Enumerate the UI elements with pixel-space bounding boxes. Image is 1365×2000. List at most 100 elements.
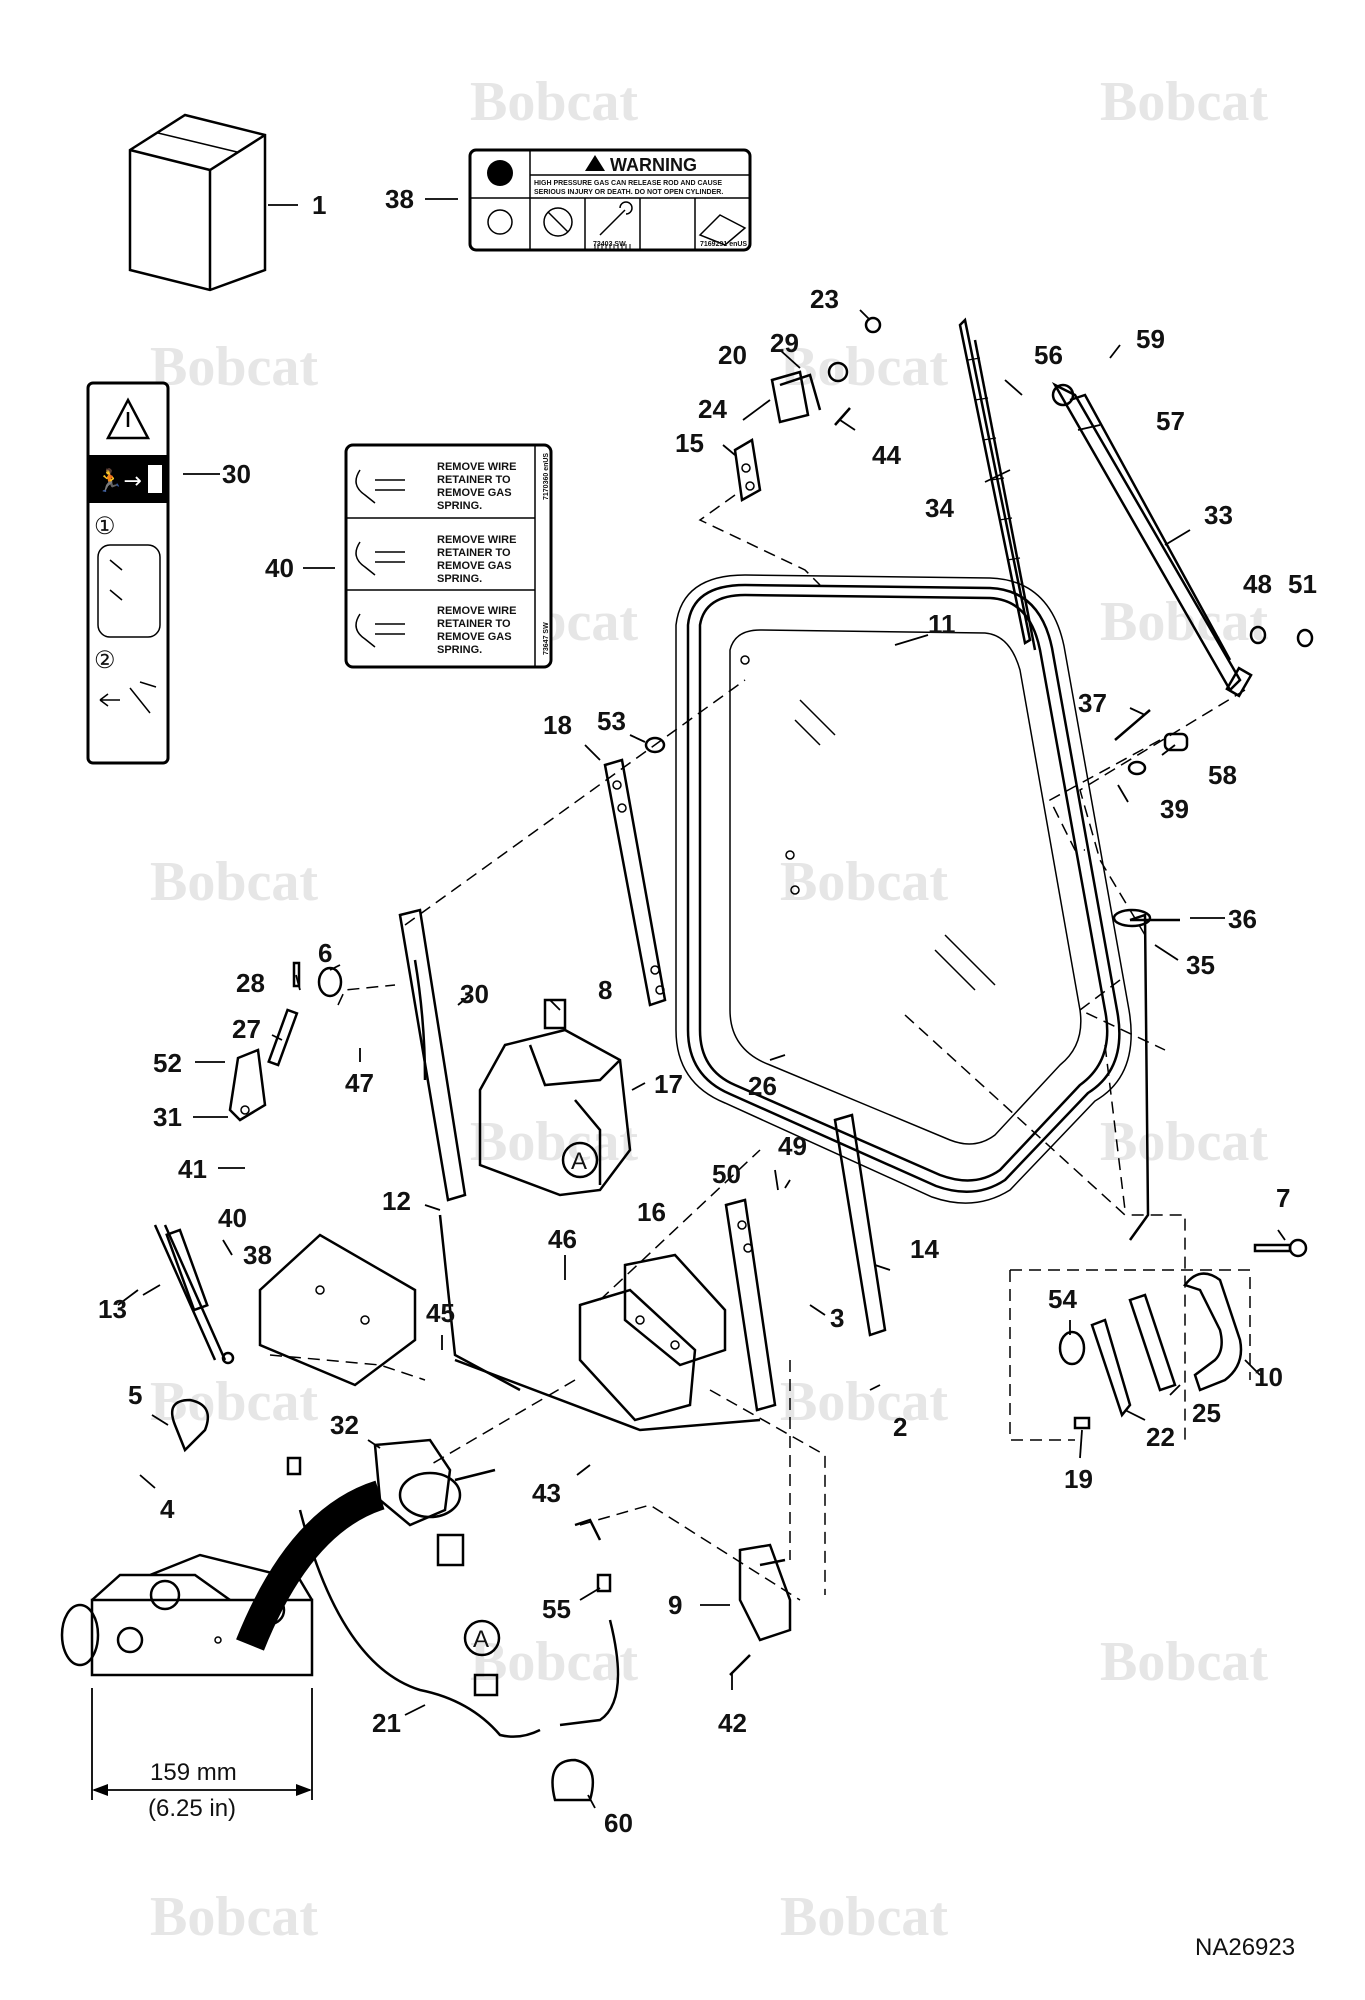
assembly-lines bbox=[269, 494, 1251, 1601]
watermark: Bobcat bbox=[470, 71, 638, 133]
callout-58: 58 bbox=[1208, 760, 1237, 790]
callout-17: 17 bbox=[654, 1069, 683, 1099]
door-frame bbox=[675, 574, 1132, 1204]
watermark: Bobcat bbox=[150, 851, 318, 913]
callout-57: 57 bbox=[1156, 406, 1185, 436]
exit-step2: ② bbox=[94, 647, 116, 674]
callout-50: 50 bbox=[712, 1159, 741, 1189]
callout-38: 38 bbox=[243, 1240, 272, 1270]
callout-54: 54 bbox=[1048, 1284, 1077, 1314]
watermark: Bobcat bbox=[1100, 1111, 1268, 1173]
door-latch bbox=[574, 1518, 792, 1676]
callout-41: 41 bbox=[178, 1154, 207, 1184]
callout-19: 19 bbox=[1064, 1464, 1093, 1494]
callout-36: 36 bbox=[1228, 904, 1257, 934]
callout-43: 43 bbox=[532, 1478, 561, 1508]
callout-14: 14 bbox=[910, 1234, 939, 1264]
svg-text:REMOVE GAS: REMOVE GAS bbox=[437, 560, 512, 572]
warning-decal-code: 7169291 enUS bbox=[700, 241, 747, 248]
callout-11: 11 bbox=[928, 609, 956, 639]
svg-text:Bobcat: Bobcat bbox=[1100, 1111, 1268, 1173]
exit-step1: ① bbox=[94, 513, 116, 540]
callout-42: 42 bbox=[718, 1708, 747, 1738]
callout-47: 47 bbox=[345, 1068, 374, 1098]
head-impact-icon bbox=[487, 160, 513, 186]
watermark: Bobcat bbox=[780, 1886, 948, 1948]
callout-5: 5 bbox=[128, 1380, 142, 1410]
callout-48: 48 bbox=[1243, 569, 1272, 599]
push-out-icon bbox=[99, 681, 157, 714]
callout-46: 46 bbox=[548, 1224, 577, 1254]
watermark: Bobcat bbox=[150, 1886, 318, 1948]
callout-31: 31 bbox=[153, 1102, 182, 1132]
svg-text:Bobcat: Bobcat bbox=[1100, 1631, 1268, 1693]
watermark: Bobcat bbox=[150, 336, 318, 398]
svg-text:SPRING.: SPRING. bbox=[437, 500, 482, 512]
callout-34: 34 bbox=[925, 493, 954, 523]
callout-56: 56 bbox=[1034, 340, 1063, 370]
svg-text:Bobcat: Bobcat bbox=[470, 71, 638, 133]
zip-tie-upper bbox=[170, 1398, 210, 1453]
spring-icon bbox=[355, 613, 405, 648]
callout-7: 7 bbox=[1276, 1183, 1290, 1213]
rear-hinge bbox=[398, 908, 1180, 1432]
figure-id: NA26923 bbox=[1195, 1934, 1295, 1961]
svg-text:REMOVE GAS: REMOVE GAS bbox=[437, 631, 512, 643]
warning-heading: WARNING bbox=[610, 155, 697, 175]
pivot-links bbox=[228, 625, 1314, 1122]
instruction-row: REMOVE WIRE RETAINER TO REMOVE GAS SPRIN… bbox=[355, 461, 516, 512]
watermark: Bobcat bbox=[780, 1371, 948, 1433]
svg-text:SPRING.: SPRING. bbox=[437, 573, 482, 585]
door-handle-assembly bbox=[1058, 1238, 1308, 1430]
hinge-strap-upper bbox=[603, 736, 667, 1007]
callout-16: 16 bbox=[637, 1197, 666, 1227]
svg-text:Bobcat: Bobcat bbox=[1100, 71, 1268, 133]
callout-labels: 1 38 30 40 23 29 20 24 15 44 56 59 57 34… bbox=[98, 184, 1317, 1838]
callout-12: 12 bbox=[382, 1186, 411, 1216]
wiper-motor-cover: A bbox=[478, 998, 632, 1197]
callout-39: 39 bbox=[1160, 794, 1189, 824]
watermark: Bobcat bbox=[780, 851, 948, 913]
callout-9: 9 bbox=[668, 1590, 682, 1620]
svg-text:RETAINER TO: RETAINER TO bbox=[437, 547, 511, 559]
watermark: Bobcat bbox=[470, 1111, 638, 1173]
dimension-callout: 159 mm (6.25 in) bbox=[91, 1688, 313, 1822]
callout-59: 59 bbox=[1136, 324, 1165, 354]
manual-icon bbox=[698, 214, 747, 246]
callout-leaders bbox=[117, 198, 1286, 1809]
callout-32: 32 bbox=[330, 1410, 359, 1440]
callout-53: 53 bbox=[597, 706, 626, 736]
svg-text:Bobcat: Bobcat bbox=[780, 336, 948, 398]
section-marker: A bbox=[571, 1148, 587, 1175]
callout-3: 3 bbox=[830, 1303, 844, 1333]
watermark: Bobcat bbox=[470, 1631, 638, 1693]
callout-45: 45 bbox=[426, 1298, 455, 1328]
hand-hazard-icon bbox=[487, 209, 513, 235]
dimension-imperial: (6.25 in) bbox=[148, 1795, 236, 1822]
wiper-blade-ribs bbox=[967, 357, 1021, 561]
callout-27: 27 bbox=[232, 1014, 261, 1044]
no-open-icon bbox=[543, 207, 573, 237]
watermark: Bobcat bbox=[1100, 71, 1268, 133]
hinge-strap-lower bbox=[724, 1113, 887, 1412]
watermark: Bobcat bbox=[780, 336, 948, 398]
exit-person-icon: 🏃→ bbox=[96, 468, 142, 494]
upper-hinge bbox=[733, 316, 882, 502]
svg-text:REMOVE WIRE: REMOVE WIRE bbox=[437, 461, 516, 473]
warning-text-line1: HIGH PRESSURE GAS CAN RELEASE ROD AND CA… bbox=[534, 180, 722, 187]
svg-text:Bobcat: Bobcat bbox=[780, 1371, 948, 1433]
callout-35: 35 bbox=[1186, 950, 1215, 980]
callout-51: 51 bbox=[1288, 569, 1317, 599]
kit-box bbox=[128, 113, 267, 292]
svg-text:REMOVE GAS: REMOVE GAS bbox=[437, 487, 512, 499]
watermark-layer: Bobcat Bobcat Bobcat Bobcat Bobcat Bobca… bbox=[150, 71, 1268, 1948]
callout-1: 1 bbox=[312, 190, 326, 220]
warning-decal: WARNING HIGH PRESSURE GAS CAN RELEASE RO… bbox=[468, 148, 752, 252]
watermark: Bobcat bbox=[1100, 1631, 1268, 1693]
svg-text:SPRING.: SPRING. bbox=[437, 644, 482, 656]
callout-4: 4 bbox=[160, 1494, 175, 1524]
svg-text:Bobcat: Bobcat bbox=[150, 1886, 318, 1948]
callout-33: 33 bbox=[1204, 500, 1233, 530]
callout-23: 23 bbox=[810, 284, 839, 314]
